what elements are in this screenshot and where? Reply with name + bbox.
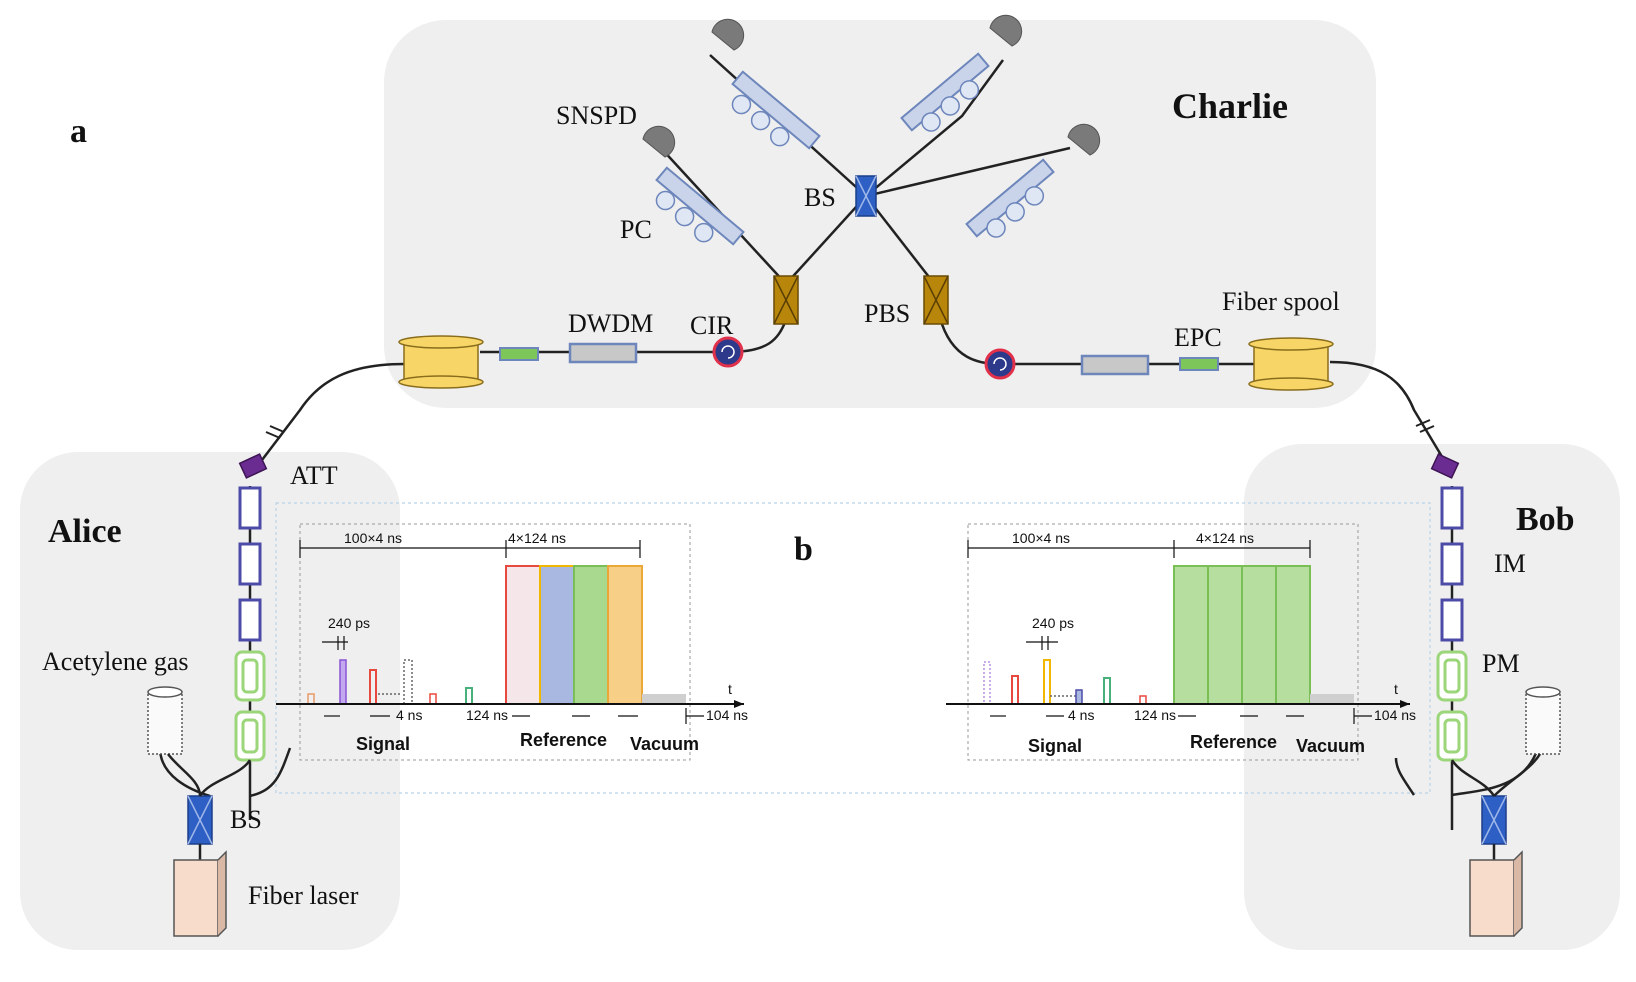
pc-3 [900, 52, 990, 132]
att-alice-icon [238, 453, 268, 479]
snspd-detector-1 [642, 125, 676, 158]
timing-left-span-signal: 100×4 ns [344, 530, 402, 546]
fiber-spool-label: Fiber spool [1222, 287, 1340, 316]
acetylene-gas-label: Acetylene gas [42, 647, 189, 676]
alice-intensity-modulators [238, 486, 262, 642]
bs-alice-label: BS [230, 805, 262, 834]
timing-right-pulse-gap: 4 ns [1068, 707, 1094, 723]
snspd-label: SNSPD [556, 101, 637, 130]
pbs-left-icon [773, 275, 799, 325]
cir-left-icon [712, 336, 744, 368]
bs-bob-icon [1481, 795, 1507, 845]
alice-title: Alice [48, 513, 122, 550]
bs-charlie-icon [855, 175, 877, 217]
acetylene-cell-alice-icon [147, 686, 183, 755]
timing-left-span-reference: 4×124 ns [508, 530, 566, 546]
att-label: ATT [290, 461, 338, 490]
epc-left [499, 347, 539, 361]
bob-panel [1244, 444, 1620, 950]
laser-fibers [167, 753, 1542, 860]
fiber-connectors [265, 419, 1435, 439]
epc-right [1179, 357, 1219, 371]
timing-right-span-signal: 100×4 ns [1012, 530, 1070, 546]
bob-phase-modulators [1436, 650, 1468, 762]
alice-phase-modulators [234, 650, 266, 762]
fiber-spool-right-icon [1248, 337, 1334, 391]
pm-label: PM [1482, 649, 1520, 678]
pc-4 [965, 158, 1055, 238]
pc-label: PC [620, 215, 652, 244]
timing-panel-frame [275, 502, 1431, 794]
timing-left-pulse-width: 240 ps [328, 615, 370, 631]
pbs-components [773, 275, 949, 325]
timing-left-ref-gap: 124 ns [466, 707, 508, 723]
pc-1 [655, 166, 745, 246]
panel-label-b: b [794, 531, 813, 568]
timing-right-span-reference: 4×124 ns [1196, 530, 1254, 546]
circulators [712, 336, 1016, 380]
timing-left-vacuum-gap: 104 ns [706, 707, 748, 723]
pbs-right-icon [923, 275, 949, 325]
timing-right-label-reference: Reference [1190, 732, 1277, 752]
timing-right-pulse-width: 240 ps [1032, 615, 1074, 631]
im-label: IM [1494, 549, 1526, 578]
dwdm-label: DWDM [568, 309, 653, 338]
bs-alice-icon [187, 795, 213, 845]
pc-2 [731, 70, 821, 150]
alice-panel [20, 452, 400, 950]
timing-right-label-vacuum: Vacuum [1296, 736, 1365, 756]
timing-left-label-reference: Reference [520, 730, 607, 750]
fiber-spool-left-icon [398, 335, 484, 389]
timing-diagram-right: 100×4 ns 4×124 ns 240 ps 4 ns 124 ns 104… [946, 523, 1416, 761]
timing-left-axis: t [728, 681, 732, 697]
timing-left-pulse-gap: 4 ns [396, 707, 422, 723]
snspd-detector-3 [989, 14, 1023, 47]
snspd-detectors [642, 14, 1101, 158]
cir-label: CIR [690, 311, 734, 340]
bs-charlie-label: BS [804, 183, 836, 212]
timing-diagram-left: 100×4 ns 4×124 ns 240 ps 4 ns 124 ns 104… [276, 523, 748, 761]
bob-intensity-modulators [1440, 486, 1464, 642]
timing-right-label-signal: Signal [1028, 736, 1082, 756]
cir-right-icon [984, 348, 1016, 380]
charlie-title: Charlie [1172, 86, 1288, 126]
polarization-controllers [655, 52, 1055, 246]
snspd-detector-4 [1067, 123, 1101, 156]
fiber-laser-alice-icon [173, 850, 227, 937]
timing-right-vacuum-gap: 104 ns [1374, 707, 1416, 723]
panel-label-a: a [70, 113, 87, 150]
bob-title: Bob [1516, 501, 1575, 538]
timing-left-label-vacuum: Vacuum [630, 734, 699, 754]
fiber-laser-bob-icon [1469, 850, 1523, 937]
fiber-laser-label: Fiber laser [248, 881, 359, 910]
pbs-label: PBS [864, 299, 910, 328]
epc-label: EPC [1174, 323, 1222, 352]
att-bob-icon [1430, 453, 1460, 479]
acetylene-cell-bob-icon [1525, 686, 1561, 755]
timing-right-axis: t [1394, 681, 1398, 697]
dwdm-left [568, 342, 638, 364]
snspd-detector-2 [711, 18, 745, 51]
dwdm-right [1080, 354, 1150, 376]
timing-right-ref-gap: 124 ns [1134, 707, 1176, 723]
timing-left-label-signal: Signal [356, 734, 410, 754]
